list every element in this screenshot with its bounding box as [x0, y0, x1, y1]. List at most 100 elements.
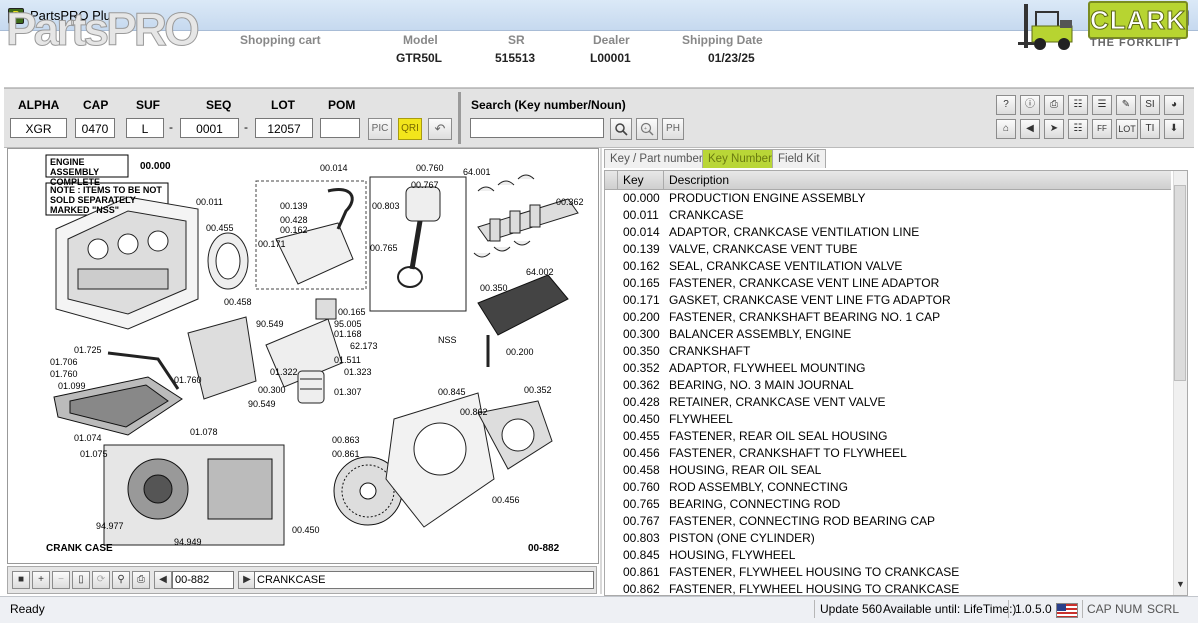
fit-page-icon[interactable]: ▯ [72, 571, 90, 589]
undo-icon[interactable]: ↶ [428, 118, 452, 140]
search-icon[interactable] [610, 118, 632, 140]
advanced-search-icon[interactable]: + [636, 118, 658, 140]
callout[interactable]: 01.706 [50, 357, 78, 367]
callout[interactable]: 00.300 [258, 385, 286, 395]
callout[interactable]: 01.511 [334, 355, 361, 365]
callout[interactable]: 00.362 [556, 197, 584, 207]
callout[interactable]: 62.173 [350, 341, 378, 351]
callout[interactable]: 00.350 [480, 283, 508, 293]
zoom-out-icon[interactable]: − [52, 571, 70, 589]
list-icon[interactable]: ☰ [1092, 95, 1112, 115]
callout[interactable]: 00.458 [224, 297, 252, 307]
callout[interactable]: 00.450 [292, 525, 320, 535]
ff-button[interactable]: FF [1092, 119, 1112, 139]
callout[interactable]: 00.767 [411, 180, 439, 190]
callout[interactable]: 94.977 [96, 521, 124, 531]
callout[interactable]: 00.200 [506, 347, 534, 357]
callout[interactable]: 90.549 [248, 399, 276, 409]
add-to-cart-icon[interactable]: ☷ [1068, 119, 1088, 139]
shopping-cart-link[interactable]: Shopping cart [240, 33, 321, 47]
callout[interactable]: 00.352 [524, 385, 552, 395]
callout[interactable]: 01.074 [74, 433, 102, 443]
callout[interactable]: 01.075 [80, 449, 108, 459]
callout[interactable]: 00.861 [332, 449, 360, 459]
callout[interactable]: 00.171 [258, 239, 286, 249]
magnifier-icon[interactable]: ⚲ [112, 571, 130, 589]
info-icon[interactable]: ⓘ [1020, 95, 1040, 115]
print-drawing-icon[interactable]: ⎙ [132, 571, 150, 589]
suf-field[interactable]: L [126, 118, 164, 138]
si-button[interactable]: SI [1140, 95, 1160, 115]
flag-icon[interactable] [1056, 603, 1078, 618]
tab-key-part-number[interactable]: Key / Part number [604, 149, 709, 168]
chart-icon[interactable]: ◕ [1164, 95, 1184, 115]
callout[interactable]: 00.011 [196, 197, 223, 207]
callout[interactable]: 01.725 [74, 345, 102, 355]
alpha-field[interactable]: XGR [10, 118, 67, 138]
callout[interactable]: 01.760 [174, 375, 202, 385]
callout[interactable]: 00.162 [280, 225, 308, 235]
callout[interactable]: 01.168 [334, 329, 362, 339]
column-header-description[interactable]: Description [669, 173, 730, 187]
callout[interactable]: 94.949 [174, 537, 202, 547]
caption-field[interactable]: CRANKCASE [254, 571, 594, 589]
callout[interactable]: 00.165 [338, 307, 366, 317]
callout[interactable]: 00.139 [280, 201, 308, 211]
cap-field[interactable]: 0470 [75, 118, 115, 138]
edit-icon[interactable]: ✎ [1116, 95, 1136, 115]
callout[interactable]: 01.307 [334, 387, 362, 397]
search-input[interactable] [470, 118, 604, 138]
pin-icon[interactable]: ➤ [1044, 119, 1064, 139]
layout-icon[interactable]: ■ [12, 571, 30, 589]
seq-field[interactable]: 0001 [180, 118, 239, 138]
callout[interactable]: 01.078 [190, 427, 218, 437]
callout[interactable]: 00.765 [370, 243, 398, 253]
callout[interactable]: 01.322 [270, 367, 298, 377]
lot-button[interactable]: LOT [1116, 119, 1138, 139]
ph-button[interactable]: PH [662, 118, 684, 140]
callout[interactable]: 00.455 [206, 223, 234, 233]
tab-key-number[interactable]: Key Number [702, 149, 778, 168]
prev-page-icon[interactable]: ◀ [154, 571, 172, 589]
parts-drawing[interactable]: ENGINE ASSEMBLY COMPLETE 00.000 NOTE : I… [7, 148, 599, 564]
ti-button[interactable]: TI [1140, 119, 1160, 139]
callout[interactable]: 01.099 [58, 381, 86, 391]
pom-field[interactable] [320, 118, 360, 138]
callout[interactable]: 00.456 [492, 495, 520, 505]
callout[interactable]: 90.549 [256, 319, 284, 329]
callout[interactable]: 00.845 [438, 387, 466, 397]
qri-button[interactable]: QRI [398, 118, 422, 140]
callout[interactable]: 00.863 [332, 435, 360, 445]
tab-field-kit[interactable]: Field Kit [772, 149, 826, 168]
rotate-icon[interactable]: ⟳ [92, 571, 110, 589]
callout[interactable]: 01.760 [50, 369, 78, 379]
callout[interactable]: 00.428 [280, 215, 308, 225]
callout[interactable]: 00.014 [320, 163, 348, 173]
callout[interactable]: 01.323 [344, 367, 372, 377]
zoom-in-icon[interactable]: + [32, 571, 50, 589]
page-field[interactable]: 00-882 [172, 571, 234, 589]
